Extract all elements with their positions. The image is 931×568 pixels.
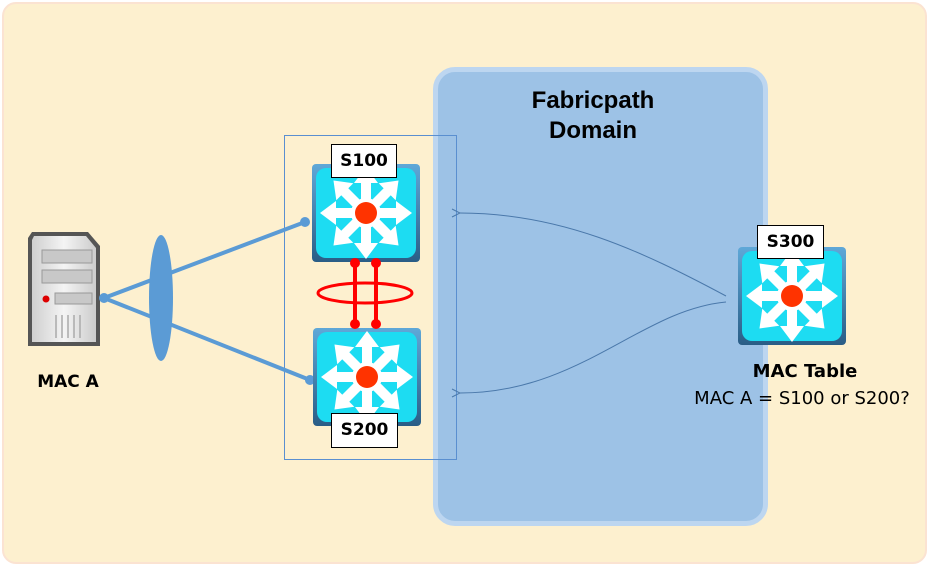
- s300-switch-icon: [738, 247, 846, 345]
- mac-table-entry: MAC A = S100 or S200?: [694, 388, 910, 409]
- link-host-s100: [103, 220, 306, 300]
- arrow-s300-to-s200: [460, 301, 727, 393]
- mac-table-title: MAC Table: [752, 361, 858, 382]
- s300-label: S300: [757, 225, 824, 259]
- s200-port-dot: [305, 375, 315, 385]
- vpc-pair-group-box: [284, 135, 457, 460]
- domain-title-line2: Domain: [548, 117, 637, 144]
- s100-switch-icon: [312, 164, 420, 262]
- arrow-s300-to-s100: [460, 213, 727, 297]
- domain-title-line1: Fabricpath: [531, 87, 655, 114]
- vpc-peer-link: [316, 258, 414, 329]
- host-uplinks: [103, 220, 311, 382]
- s200-switch-icon: [313, 328, 421, 426]
- host-port-dot: [99, 293, 109, 303]
- domain-title: Fabricpath Domain: [433, 86, 753, 146]
- s100-port-dot: [300, 217, 310, 227]
- port-channel-ellipse: [149, 235, 173, 361]
- s100-label: S100: [331, 144, 397, 178]
- s200-label: S200: [331, 413, 398, 448]
- link-host-s200: [103, 296, 311, 382]
- server-icon: [28, 232, 100, 346]
- fabricpath-domain-region: [433, 67, 768, 526]
- host-label: MAC A: [37, 372, 99, 392]
